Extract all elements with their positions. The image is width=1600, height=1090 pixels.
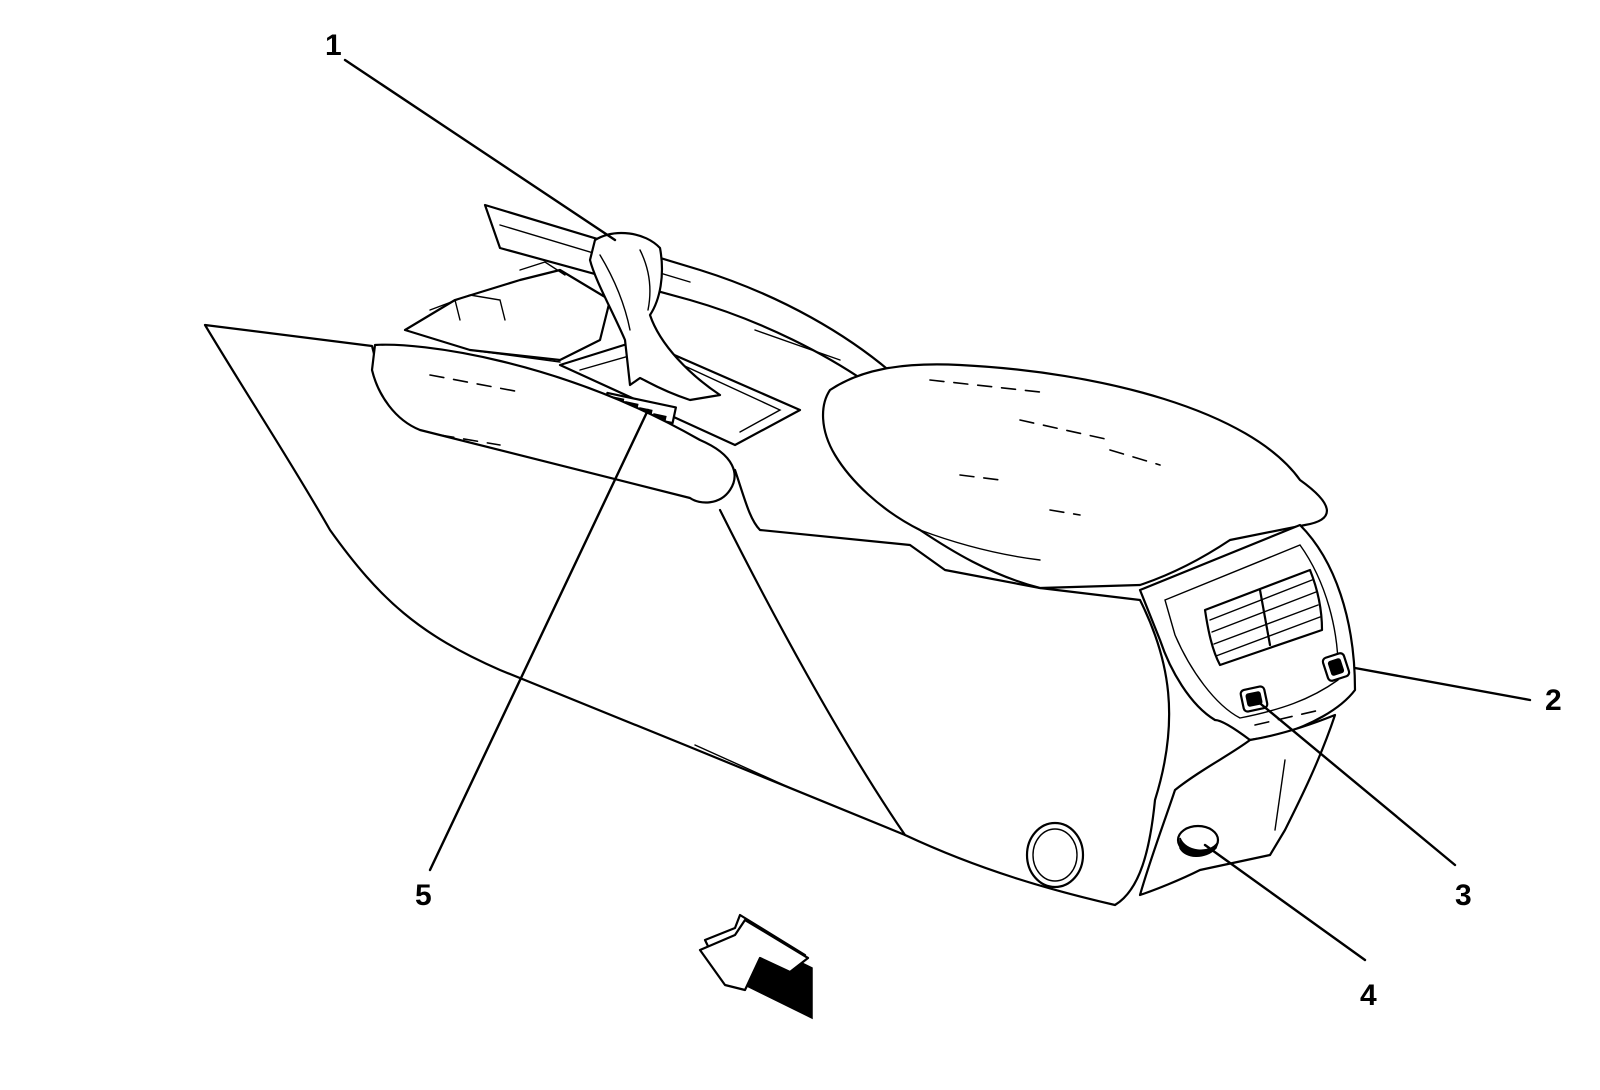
- leader-line-4: [1203, 843, 1367, 962]
- rear-air-vent-icon: [1203, 568, 1324, 667]
- power-outlet-icon: [1176, 824, 1220, 857]
- leader-lines: [343, 58, 1532, 962]
- front-direction-arrow-icon: [698, 913, 813, 1020]
- leader-line-1: [343, 58, 617, 242]
- callout-3: 3: [1455, 879, 1472, 912]
- side-plug-icon: [1025, 821, 1085, 889]
- rear-switch-left-icon: [1239, 685, 1269, 713]
- shift-lever: [588, 232, 722, 402]
- console-body: [203, 323, 1171, 907]
- callout-2: 2: [1545, 684, 1562, 717]
- leader-line-5: [428, 408, 650, 872]
- rear-panel: [1138, 523, 1357, 742]
- leader-line-3: [1254, 698, 1457, 867]
- armrest-lid: [821, 363, 1328, 590]
- callout-4: 4: [1360, 979, 1377, 1012]
- front-trim-pad: [370, 343, 736, 504]
- callout-labels: 1 2 3 4 5: [325, 29, 1562, 1012]
- callout-1: 1: [325, 29, 342, 62]
- storage-mechanism: [403, 261, 612, 363]
- rear-switch-right-icon: [1321, 652, 1351, 682]
- callout-5: 5: [415, 879, 432, 912]
- lower-rear-panel: [1138, 713, 1337, 897]
- leader-line-2: [1353, 666, 1532, 702]
